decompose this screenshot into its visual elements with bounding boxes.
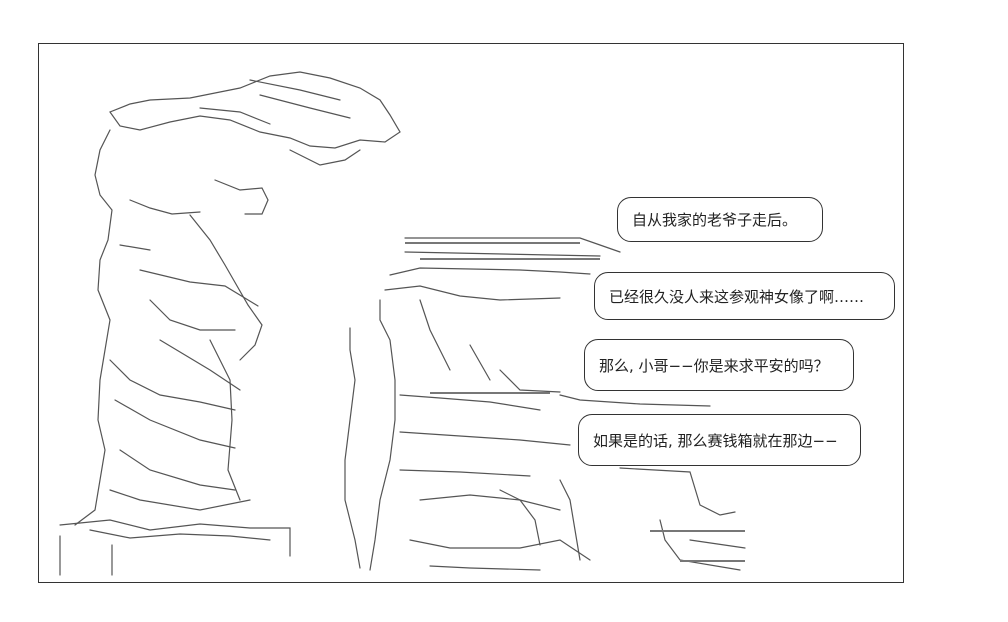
shrine-box <box>404 237 621 257</box>
speech-bubble-2: 已经很久没人来这参观神女像了啊…… <box>594 272 895 320</box>
speech-text-1: 自从我家的老爷子走后。 <box>632 211 798 229</box>
speech-bubble-3: 那么, 小哥−−你是来求平安的吗？ <box>584 339 854 391</box>
statue-pedestal <box>59 519 291 576</box>
speech-text-2: 已经很久没人来这参观神女像了啊…… <box>609 287 865 306</box>
statue-hair <box>109 71 401 149</box>
speech-text-4: 如果是的话, 那么赛钱箱就在那边−− <box>593 431 838 450</box>
speech-bubble-1: 自从我家的老爷子走后。 <box>617 197 823 242</box>
speech-text-3: 那么, 小哥−−你是来求平安的吗？ <box>599 356 829 375</box>
statue-body <box>74 129 113 526</box>
speech-bubble-4: 如果是的话, 那么赛钱箱就在那边−− <box>578 414 861 466</box>
